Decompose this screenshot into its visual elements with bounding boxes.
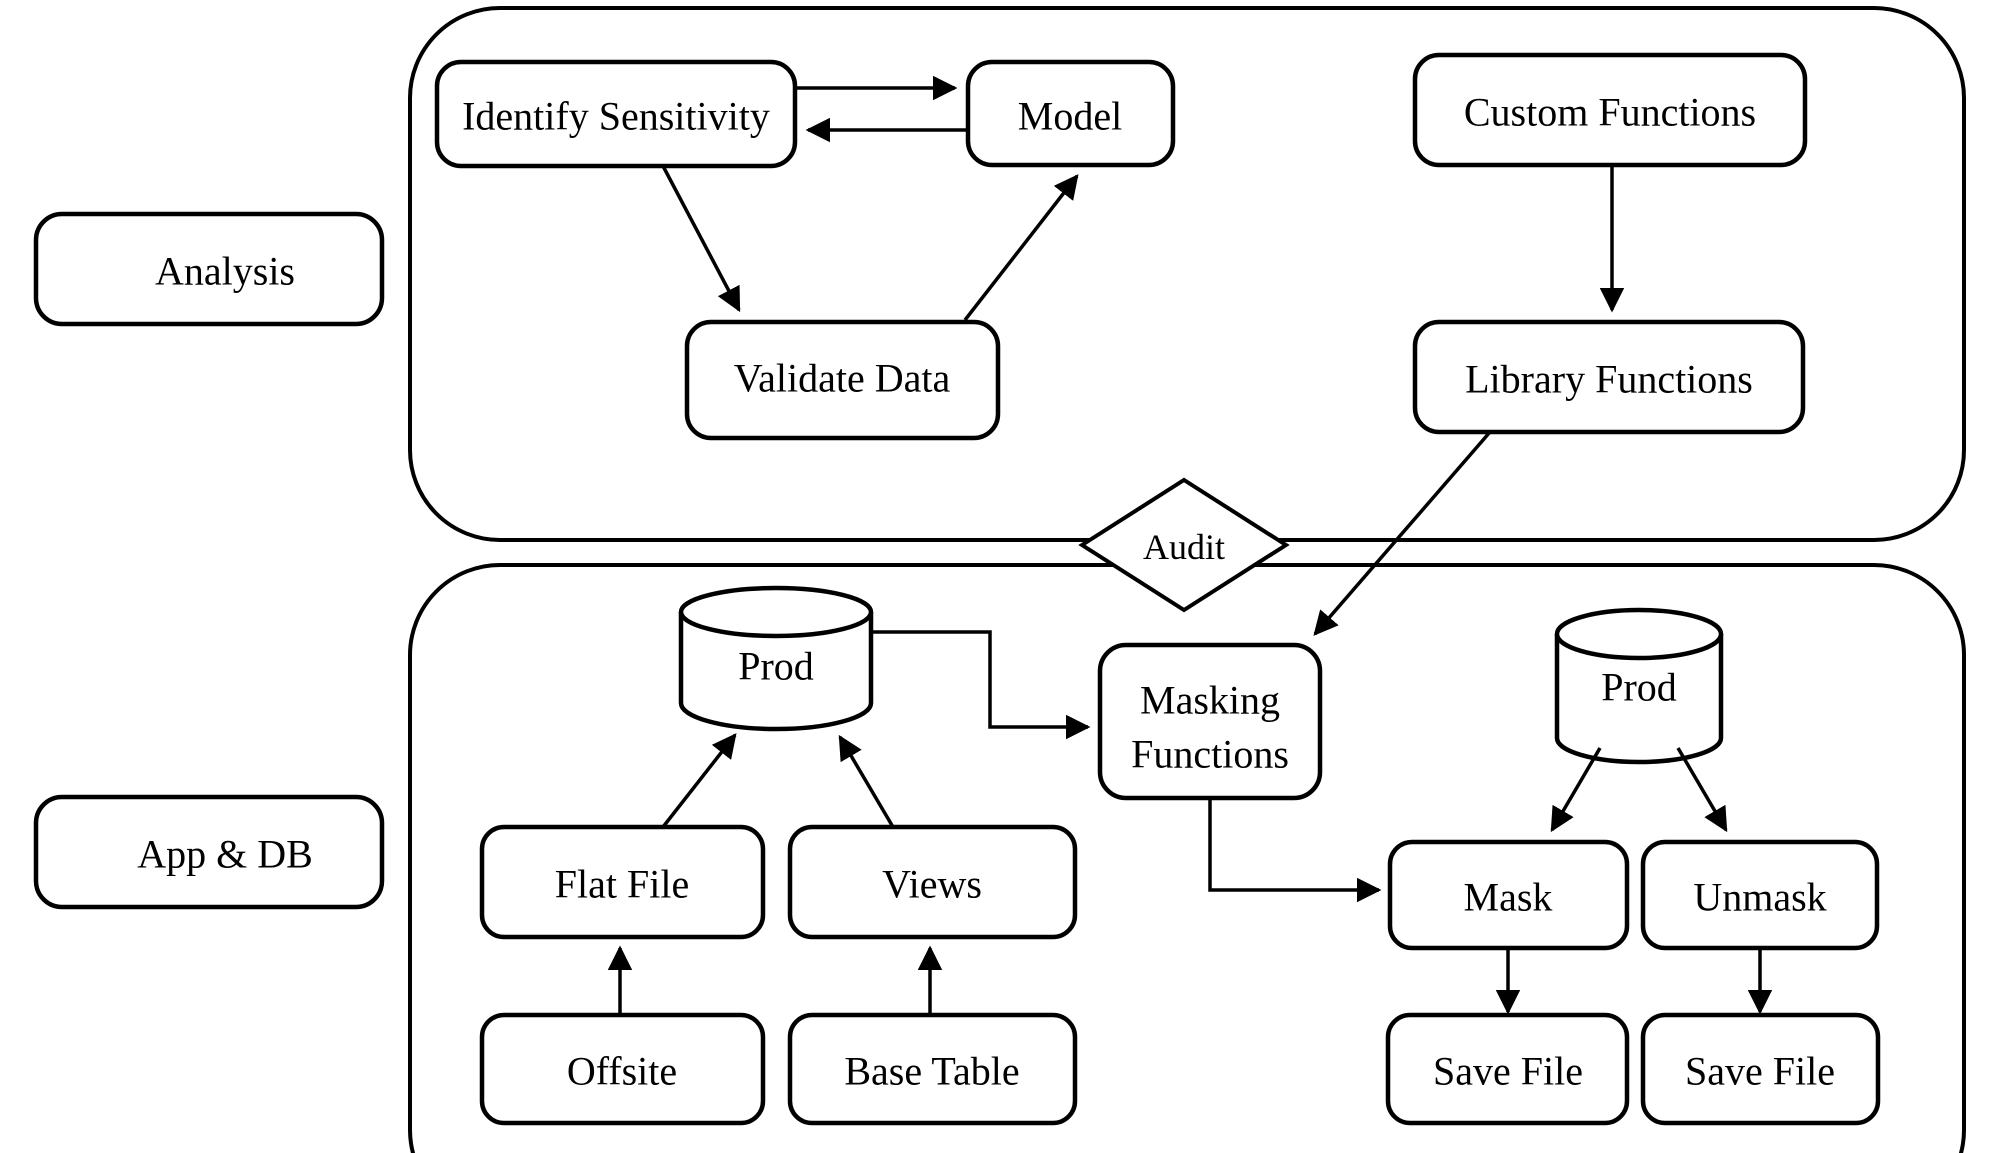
node-base-table — [787, 1012, 1078, 1126]
appdb-label-box — [33, 794, 385, 910]
library-functions-label: Library Functions — [1465, 357, 1753, 402]
node-views — [787, 824, 1078, 940]
offsite-label: Offsite — [567, 1049, 677, 1094]
masking-functions-label-line1: Masking — [1140, 678, 1280, 723]
views-label: Views — [882, 862, 982, 907]
node-save-file-mask — [1385, 1012, 1630, 1126]
node-save-file-unmask — [1640, 1012, 1881, 1126]
custom-functions-label: Custom Functions — [1464, 90, 1756, 135]
edge-identify-to-validate — [661, 165, 741, 313]
edge-prodright-to-mask — [1550, 747, 1602, 833]
audit-label: Audit — [1143, 527, 1225, 567]
validate-data-label: Validate Data — [734, 356, 951, 401]
edge-library-to-masking — [1313, 430, 1492, 636]
node-identify-sensitivity — [434, 59, 798, 169]
edge-validate-to-model — [963, 174, 1079, 322]
node-model — [965, 59, 1176, 168]
analysis-label-box — [33, 211, 385, 327]
appdb-section-label: App & DB — [137, 832, 313, 877]
edge-views-to-prodleft — [838, 734, 895, 828]
edge-prodright-to-unmask — [1676, 747, 1728, 833]
save-file-mask-label: Save File — [1433, 1049, 1583, 1094]
node-offsite — [479, 1012, 766, 1126]
node-flat-file — [479, 824, 766, 940]
mask-label: Mask — [1464, 875, 1553, 920]
save-file-unmask-label: Save File — [1685, 1049, 1835, 1094]
model-label: Model — [1018, 94, 1122, 139]
analysis-section-label: Analysis — [155, 249, 295, 294]
flat-file-label: Flat File — [555, 862, 689, 907]
identify-sensitivity-label: Identify Sensitivity — [462, 94, 770, 139]
edge-prodleft-to-masking — [869, 630, 1091, 740]
edge-flatfile-to-prodleft — [661, 733, 737, 829]
masking-functions-label-line2: Functions — [1131, 732, 1289, 777]
audit-decision-diamond — [1078, 477, 1290, 613]
node-library-functions — [1412, 319, 1806, 435]
edge-masking-to-mask — [1208, 798, 1382, 903]
node-custom-functions — [1412, 52, 1808, 168]
base-table-label: Base Table — [844, 1049, 1019, 1094]
unmask-label: Unmask — [1693, 875, 1826, 920]
node-prod-right-cylinder — [1554, 607, 1724, 765]
prod-left-label: Prod — [738, 644, 814, 689]
node-validate-data — [684, 319, 1001, 441]
prod-right-label: Prod — [1601, 665, 1677, 710]
node-prod-left-cylinder — [678, 585, 874, 732]
